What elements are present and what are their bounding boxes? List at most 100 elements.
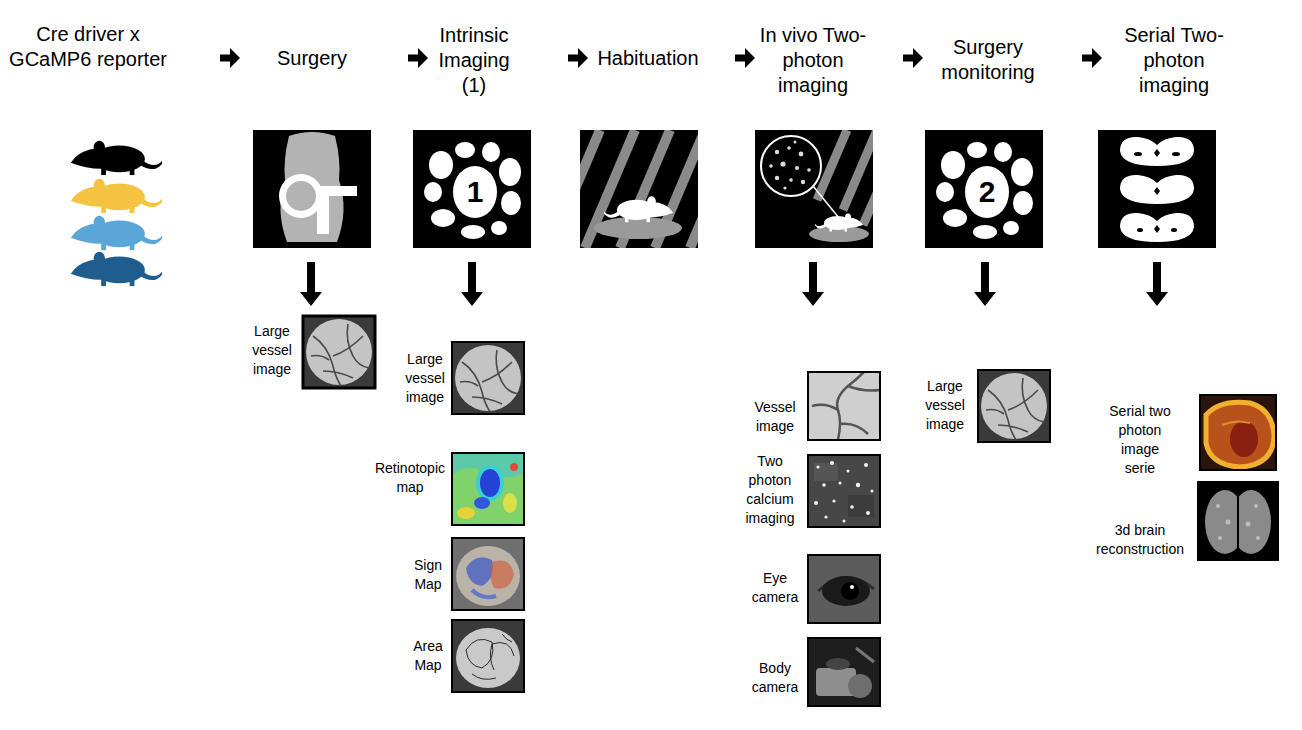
label-holder: Sign Map	[406, 556, 451, 594]
calcium-imaging-thumbnail	[814, 461, 874, 523]
retinotopic-thumbnail	[452, 453, 524, 525]
retinotopic-thumbnail	[474, 497, 490, 509]
image-caption: Retinotopic map	[372, 459, 448, 497]
brain-3d-thumbnail	[1237, 490, 1239, 554]
stage-title: Habituation	[593, 46, 703, 71]
area-map-icon	[925, 130, 1043, 248]
body-camera-thumbnail	[808, 638, 880, 706]
brain-3d-thumbnail	[1256, 536, 1260, 540]
sign-map-thumbnail	[466, 557, 493, 586]
image-caption: Two photon calcium imaging	[739, 452, 801, 528]
label-holder: Large vessel image	[242, 322, 302, 379]
retinotopic-thumbnail	[510, 463, 518, 471]
mouse-icons	[71, 179, 162, 213]
mouse-icons	[71, 141, 162, 286]
area-map-thumbnail	[502, 634, 512, 642]
brain-section-thumbnail	[1200, 395, 1276, 470]
brain-3d-thumbnail	[1198, 482, 1278, 560]
label-holder: Retinotopic map	[372, 459, 448, 497]
brain-3d-thumbnail	[1216, 504, 1220, 508]
area-map-thumbnail	[466, 639, 493, 668]
eye-camera-thumbnail	[850, 585, 854, 589]
stage-title: Cre driver x GCaMP6 reporter	[6, 22, 171, 72]
mouse-icons	[71, 216, 162, 250]
callout-number: 2	[970, 176, 1004, 208]
label-holder: Large vessel image	[915, 377, 975, 434]
surgery-icon	[286, 181, 316, 211]
two-photon-icon	[799, 152, 804, 157]
brain-3d-thumbnail	[1198, 482, 1278, 560]
retinotopic-thumbnail	[476, 465, 504, 501]
stage-heading: Cre driver x GCaMP6 reporter	[4, 15, 220, 105]
calcium-imaging-thumbnail	[814, 463, 838, 481]
brain-sections-icon	[1154, 187, 1160, 195]
calcium-imaging-thumbnail	[816, 465, 819, 468]
two-photon-icon	[807, 168, 811, 172]
flow-arrow	[408, 55, 419, 62]
two-photon-icon	[783, 186, 786, 189]
calcium-imaging-thumbnail	[830, 461, 834, 465]
retinotopic-thumbnail	[457, 507, 475, 519]
area-map-icon	[925, 130, 1043, 248]
vessel-thumbnail	[303, 316, 375, 388]
label-holder: Two photon calcium imaging	[739, 452, 801, 528]
calcium-imaging-thumbnail	[824, 515, 827, 518]
two-photon-icon	[755, 130, 905, 248]
stage-heading: Intrinsic Imaging (1)	[428, 15, 568, 105]
stage-heading: In vivo Two-photon imaging	[755, 15, 903, 105]
flow-arrow	[735, 55, 746, 62]
brain-section-thumbnail	[1206, 402, 1274, 467]
two-photon-icon	[815, 214, 863, 232]
retinotopic-thumbnail	[480, 469, 500, 497]
flow-arrow	[568, 55, 579, 62]
flow-arrow	[903, 55, 914, 62]
stage-title: Intrinsic Imaging (1)	[429, 23, 519, 98]
calcium-imaging-thumbnail	[808, 455, 880, 527]
calcium-imaging-thumbnail	[856, 483, 860, 487]
two-photon-icon	[794, 141, 797, 144]
sign-map-thumbnail	[456, 546, 520, 606]
brain-3d-thumbnail	[1254, 504, 1258, 508]
two-photon-icon	[843, 130, 873, 210]
label-holder: Eye camera	[747, 569, 803, 607]
two-photon-icon	[761, 136, 821, 196]
calcium-imaging-thumbnail	[850, 505, 854, 509]
vessel-thumbnail	[812, 372, 880, 440]
label-holder: Body camera	[746, 659, 804, 697]
stage-heading: Surgery monitoring	[923, 15, 1082, 105]
area-map-thumbnail	[492, 643, 514, 657]
brain-section-thumbnail	[1200, 395, 1276, 470]
area-map-thumbnail	[490, 644, 494, 670]
vessel-thumbnail	[978, 370, 1050, 442]
two-photon-icon	[863, 130, 873, 225]
down-arrow	[300, 262, 322, 306]
brain-sections-icon	[1120, 137, 1194, 166]
area-map-thumbnail	[472, 674, 496, 679]
down-arrow	[1146, 262, 1168, 306]
brain-sections-icon	[1120, 137, 1194, 242]
body-camera-thumbnail	[808, 638, 880, 706]
calcium-imaging-thumbnail	[808, 455, 880, 527]
brain-3d-thumbnail	[1198, 482, 1278, 560]
brain-sections-icon	[1154, 225, 1160, 233]
calcium-imaging-thumbnail	[843, 520, 846, 523]
image-caption: Body camera	[746, 659, 804, 697]
area-map-thumbnail	[452, 620, 524, 692]
brain-section-thumbnail	[1222, 421, 1250, 425]
habituation-icon	[550, 130, 740, 248]
vessel-thumbnail	[808, 372, 880, 440]
vessel-thumbnail	[978, 370, 1050, 442]
stage-title: Surgery monitoring	[938, 35, 1038, 85]
calcium-imaging-thumbnail	[832, 499, 835, 502]
retinotopic-thumbnail	[503, 493, 517, 513]
brain-sections-icon	[1120, 213, 1194, 242]
brain-sections-icon	[1171, 228, 1177, 232]
habituation-icon	[594, 217, 682, 239]
callout-number: 1	[458, 176, 492, 208]
image-caption: Area Map	[406, 637, 451, 675]
image-caption: Large vessel image	[915, 377, 975, 434]
label-holder: Vessel image	[749, 398, 801, 436]
